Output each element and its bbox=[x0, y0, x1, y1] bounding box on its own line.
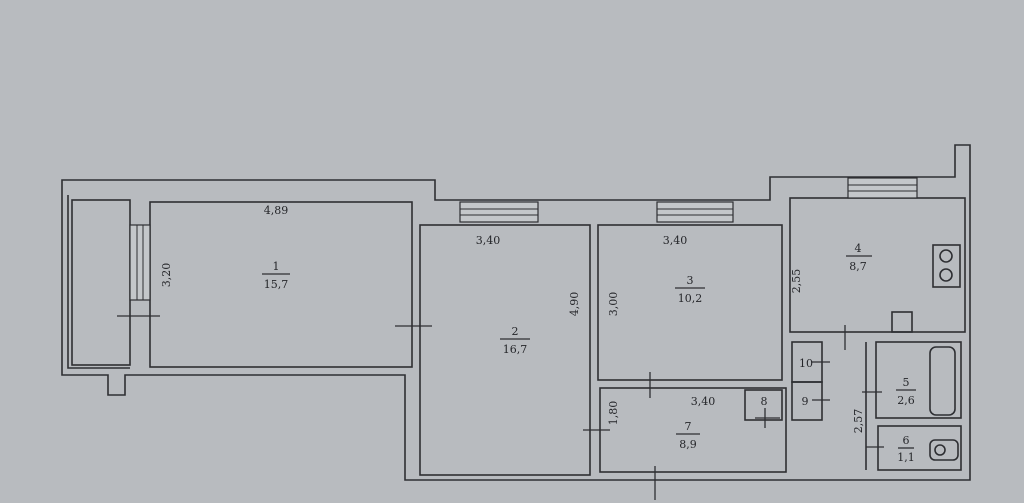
svg-text:1,1: 1,1 bbox=[897, 451, 915, 464]
dim-room4-depth: 2,55 bbox=[790, 269, 803, 294]
svg-text:8,9: 8,9 bbox=[679, 438, 697, 451]
room-5 bbox=[875, 341, 962, 419]
svg-text:2,6: 2,6 bbox=[897, 394, 915, 407]
outer-wall-inner bbox=[67, 195, 130, 369]
room-4 bbox=[789, 197, 966, 333]
dim-room2-width: 3,40 bbox=[476, 234, 501, 247]
room-3 bbox=[597, 224, 783, 381]
stove-icon bbox=[932, 244, 961, 288]
dim-room7-depth: 1,80 bbox=[607, 401, 620, 426]
balcony-door bbox=[129, 224, 151, 301]
svg-text:2: 2 bbox=[512, 325, 519, 338]
loggia bbox=[71, 199, 131, 366]
bathtub-icon bbox=[929, 346, 956, 416]
dim-room1-width: 4,89 bbox=[264, 204, 289, 217]
room-2 bbox=[419, 224, 591, 476]
svg-text:1: 1 bbox=[273, 260, 280, 273]
svg-text:7: 7 bbox=[685, 420, 692, 433]
window bbox=[847, 177, 918, 199]
svg-text:4: 4 bbox=[855, 242, 862, 255]
room-label-6: 6 1,1 bbox=[897, 434, 915, 464]
dim-room7-width: 3,40 bbox=[691, 395, 716, 408]
room-6 bbox=[877, 425, 962, 471]
room-8 bbox=[744, 389, 783, 421]
room-label-10: 10 bbox=[799, 357, 813, 370]
svg-text:10,2: 10,2 bbox=[678, 292, 703, 305]
window bbox=[459, 201, 539, 223]
dim-corridor-depth: 2,57 bbox=[852, 409, 865, 434]
room-label-3: 3 10,2 bbox=[675, 274, 705, 305]
room-label-8: 8 bbox=[761, 395, 768, 408]
room-label-7: 7 8,9 bbox=[676, 420, 700, 451]
dim-room3-depth: 3,00 bbox=[607, 292, 620, 317]
dim-room2-depth: 4,90 bbox=[568, 292, 581, 317]
toilet-icon bbox=[929, 439, 959, 461]
svg-text:8,7: 8,7 bbox=[849, 260, 867, 273]
outer-wall bbox=[61, 144, 971, 481]
dim-room1-depth: 3,20 bbox=[160, 263, 173, 288]
room-label-4: 4 8,7 bbox=[846, 242, 872, 273]
room-label-5: 5 2,6 bbox=[896, 376, 916, 407]
svg-text:6: 6 bbox=[903, 434, 910, 447]
svg-text:5: 5 bbox=[903, 376, 910, 389]
window bbox=[656, 201, 734, 223]
room-label-1: 1 15,7 bbox=[262, 260, 290, 291]
door-marks bbox=[117, 315, 884, 500]
room-9 bbox=[791, 381, 823, 421]
sink-icon bbox=[891, 311, 913, 333]
room-label-9: 9 bbox=[802, 395, 809, 408]
room-label-2: 2 16,7 bbox=[500, 325, 530, 356]
svg-text:3: 3 bbox=[687, 274, 694, 287]
svg-text:15,7: 15,7 bbox=[264, 278, 289, 291]
svg-text:16,7: 16,7 bbox=[503, 343, 528, 356]
dim-room3-width: 3,40 bbox=[663, 234, 688, 247]
